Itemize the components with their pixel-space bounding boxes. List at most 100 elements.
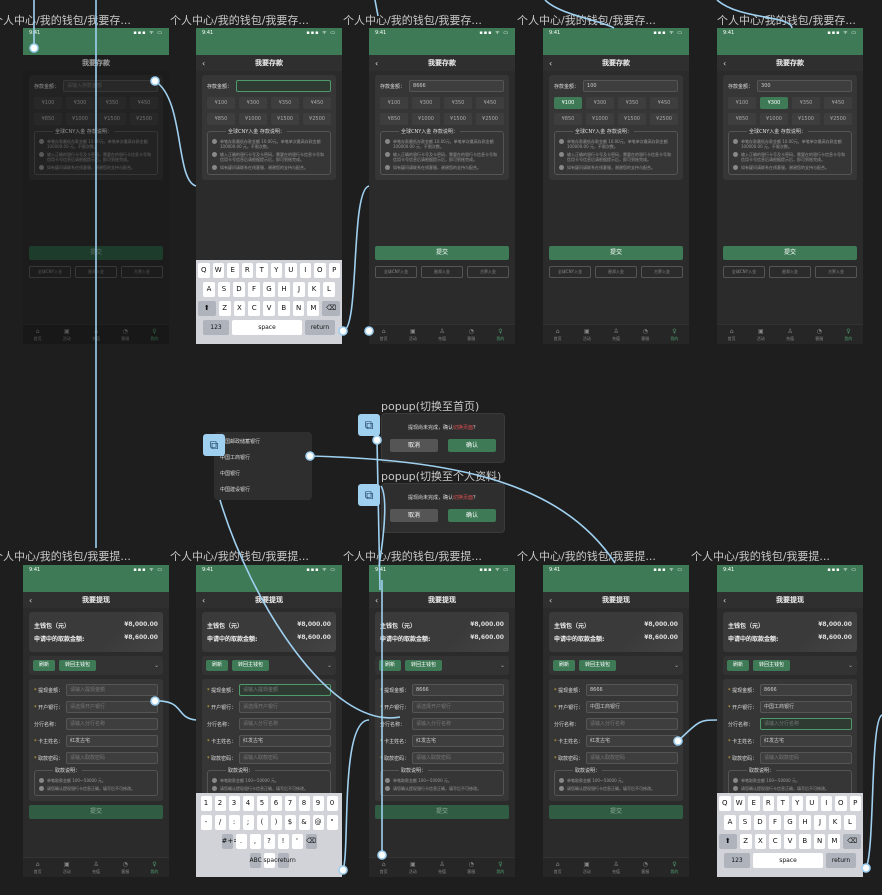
preset-amount-button[interactable]: ¥1500	[98, 113, 126, 125]
preset-amount-button[interactable]: ¥100	[207, 97, 235, 109]
preset-amount-button[interactable]: ¥1000	[66, 113, 94, 125]
mode-switch-key[interactable]: ABC	[249, 853, 262, 868]
key[interactable]: G	[784, 815, 796, 830]
key[interactable]: N	[292, 301, 305, 316]
key[interactable]: N	[813, 834, 826, 849]
back-icon[interactable]: ‹	[202, 58, 206, 68]
space-key[interactable]: space	[263, 853, 281, 868]
tab-item[interactable]: ⌂首页	[23, 858, 52, 877]
key[interactable]: !	[277, 834, 289, 849]
preset-amount-button[interactable]: ¥300	[412, 97, 440, 109]
form-input[interactable]: 8666	[412, 684, 504, 696]
key[interactable]: D	[754, 815, 766, 830]
key[interactable]: Z	[218, 301, 231, 316]
deposit-channel-tab[interactable]: 全球CNY入金	[375, 266, 417, 278]
form-input[interactable]: 请输入提现金额	[239, 684, 331, 696]
preset-amount-button[interactable]: ¥1000	[586, 113, 614, 125]
key[interactable]: P	[328, 263, 340, 278]
delete-icon[interactable]: ⌫	[305, 834, 317, 849]
preset-amount-button[interactable]: ¥850	[728, 113, 756, 125]
back-icon[interactable]: ‹	[29, 595, 33, 605]
preset-amount-button[interactable]: ¥300	[760, 97, 788, 109]
chevron-down-icon[interactable]: ⌄	[673, 662, 679, 669]
tab-item[interactable]: ▣活动	[52, 858, 81, 877]
key[interactable]: )	[270, 815, 282, 830]
preset-amount-button[interactable]: ¥450	[303, 97, 331, 109]
preset-amount-button[interactable]: ¥450	[476, 97, 504, 109]
preset-amount-button[interactable]: ¥300	[66, 97, 94, 109]
tab-item[interactable]: ◔客服	[805, 325, 834, 344]
deposit-channel-tab[interactable]: 星邦入金	[595, 266, 637, 278]
transfer-button[interactable]: 转回主钱包	[232, 660, 270, 671]
tab-item[interactable]: ▣活动	[52, 325, 81, 344]
tab-item[interactable]: ⌂首页	[369, 325, 398, 344]
key[interactable]: .	[235, 834, 247, 849]
mode-switch-key[interactable]: 123	[724, 853, 750, 868]
tab-item[interactable]: ♙充值	[601, 858, 630, 877]
form-input[interactable]: 请输入分行名称	[760, 718, 852, 730]
back-icon[interactable]: ‹	[723, 595, 727, 605]
key[interactable]: W	[733, 796, 745, 811]
bank-option[interactable]: 中国工商银行	[220, 455, 251, 461]
transfer-button[interactable]: 转回主钱包	[405, 660, 443, 671]
key[interactable]: R	[241, 263, 253, 278]
submit-button[interactable]: 提交	[549, 805, 683, 819]
transfer-button[interactable]: 转回主钱包	[753, 660, 791, 671]
delete-icon[interactable]: ⌫	[843, 834, 861, 849]
form-input[interactable]: 红发古宅	[760, 735, 852, 747]
key[interactable]: A	[203, 282, 215, 297]
key[interactable]: @	[312, 815, 324, 830]
chevron-down-icon[interactable]: ⌄	[499, 662, 505, 669]
key[interactable]: W	[212, 263, 224, 278]
mode-switch-key[interactable]: 123	[203, 320, 229, 335]
transfer-button[interactable]: 转回主钱包	[59, 660, 97, 671]
preset-amount-button[interactable]: ¥450	[650, 97, 678, 109]
bank-option[interactable]: 中国建设银行	[220, 487, 251, 493]
key[interactable]: I	[299, 263, 311, 278]
key[interactable]: J	[814, 815, 826, 830]
key[interactable]: J	[293, 282, 305, 297]
key[interactable]: X	[754, 834, 767, 849]
key[interactable]: S	[218, 282, 230, 297]
popup-message-link[interactable]: 切换页面	[452, 495, 473, 501]
return-key[interactable]: return	[826, 853, 856, 868]
key[interactable]: "	[326, 815, 338, 830]
key[interactable]: B	[277, 301, 290, 316]
tab-item[interactable]: ♙充值	[601, 325, 630, 344]
preset-amount-button[interactable]: ¥100	[34, 97, 62, 109]
tab-item[interactable]: ♙充值	[427, 325, 456, 344]
key[interactable]: -	[200, 815, 212, 830]
submit-button[interactable]: 提交	[549, 246, 683, 260]
preset-amount-button[interactable]: ¥850	[207, 113, 235, 125]
key[interactable]: P	[849, 796, 861, 811]
deposit-channel-tab[interactable]: 星邦入金	[421, 266, 463, 278]
key[interactable]: I	[820, 796, 832, 811]
tab-item[interactable]: ♀我的	[486, 325, 515, 344]
confirm-button[interactable]: 确认	[448, 509, 496, 522]
tab-item[interactable]: ♀我的	[660, 858, 689, 877]
form-input[interactable]: 请选择开户银行	[412, 701, 504, 713]
tab-item[interactable]: ♀我的	[486, 858, 515, 877]
deposit-channel-tab[interactable]: 方界入金	[467, 266, 509, 278]
tab-item[interactable]: ⌂首页	[717, 325, 746, 344]
key[interactable]: L	[323, 282, 335, 297]
confirm-button[interactable]: 确认	[448, 439, 496, 452]
preset-amount-button[interactable]: ¥850	[380, 113, 408, 125]
cancel-button[interactable]: 取消	[390, 509, 438, 522]
shift-icon[interactable]: ⬆	[719, 834, 737, 849]
form-input[interactable]: 请输入提现金额	[66, 684, 158, 696]
popup-message-link[interactable]: 切换页面	[452, 425, 473, 431]
key[interactable]: ?	[263, 834, 275, 849]
amount-input[interactable]: 300	[757, 80, 852, 92]
key[interactable]: 7	[284, 796, 296, 811]
key[interactable]: 2	[214, 796, 226, 811]
amount-input[interactable]	[236, 80, 331, 92]
key[interactable]: O	[314, 263, 326, 278]
form-input[interactable]: 红发古宅	[412, 735, 504, 747]
tab-item[interactable]: ▣活动	[572, 858, 601, 877]
key[interactable]: 6	[270, 796, 282, 811]
tab-item[interactable]: ⌂首页	[543, 325, 572, 344]
preset-amount-button[interactable]: ¥2500	[476, 113, 504, 125]
form-input[interactable]: 红发古宅	[239, 735, 331, 747]
space-key[interactable]: space	[753, 853, 823, 868]
